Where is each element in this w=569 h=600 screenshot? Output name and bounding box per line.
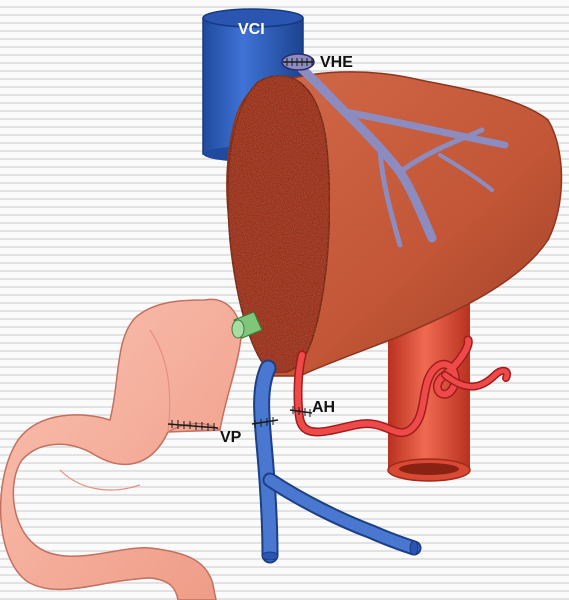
label-ah: AH <box>312 399 335 416</box>
intestine <box>1 299 241 600</box>
label-vhe: VHE <box>320 54 353 71</box>
label-vci: VCI <box>238 21 265 38</box>
hepatic-vein-anastomosis <box>282 54 314 70</box>
label-vp: VP <box>220 429 242 446</box>
